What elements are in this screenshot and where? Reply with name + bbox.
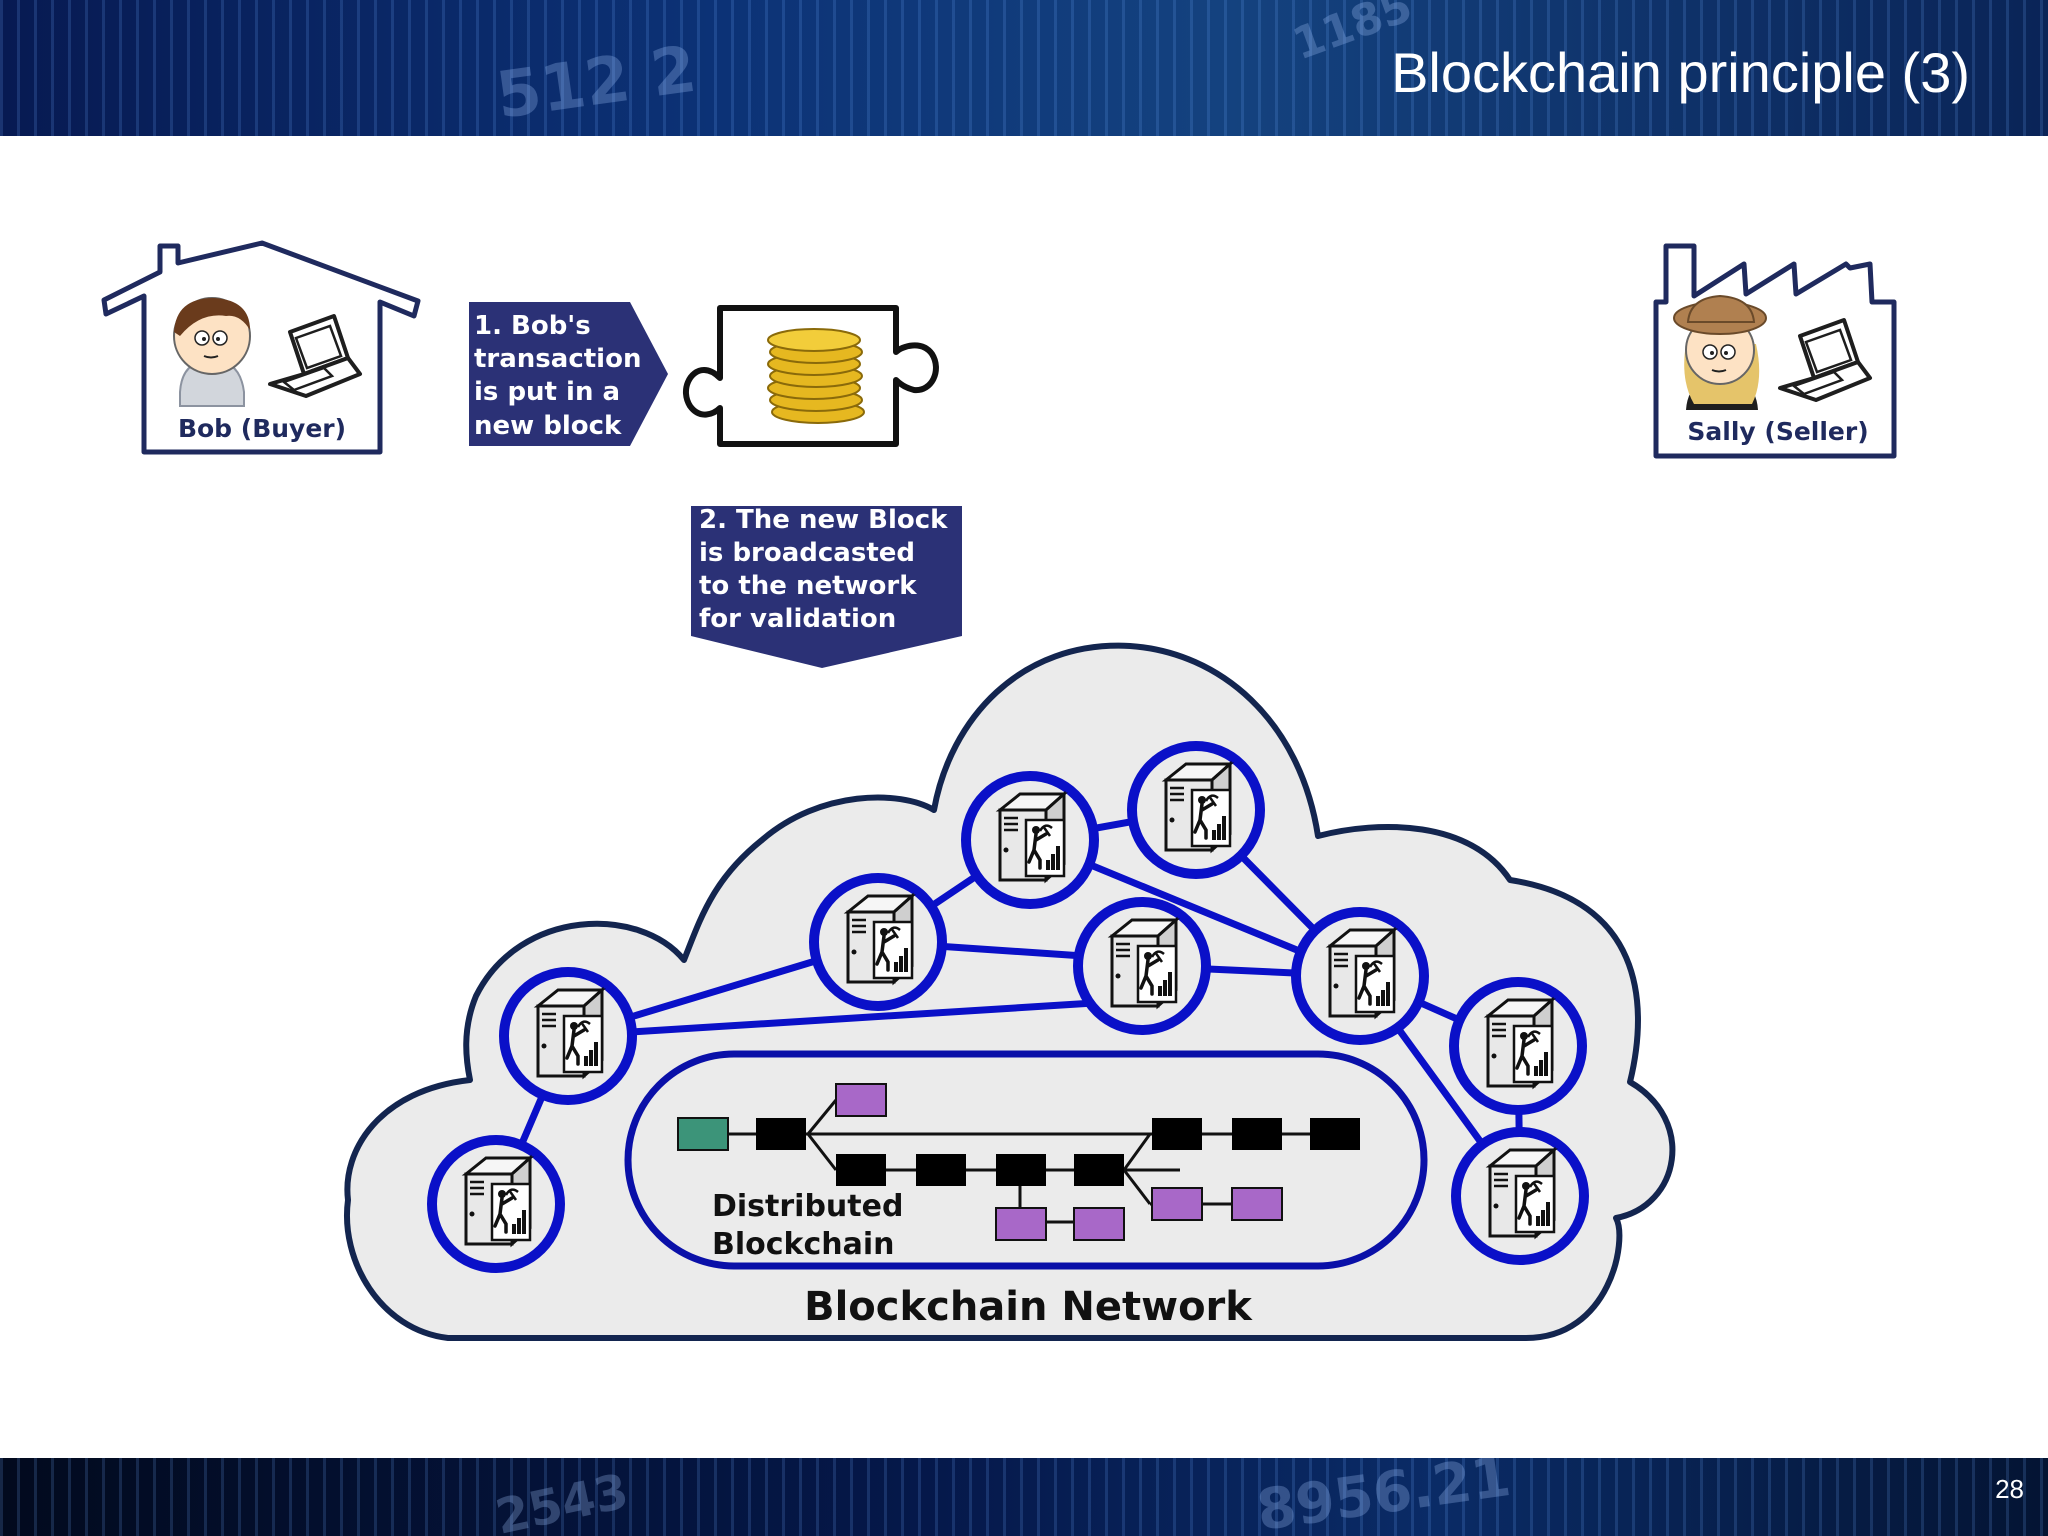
- footer-bar: 8956.21 2543: [0, 1458, 2048, 1536]
- blockchain-caption: Distributed Blockchain: [712, 1189, 914, 1262]
- miner-server-icon: [536, 988, 604, 1078]
- miner-node: [1291, 907, 1429, 1045]
- step-2-banner: 2. The new Block is broadcasted to the n…: [691, 505, 962, 668]
- chain-block: [1152, 1118, 1202, 1150]
- chain-block: [916, 1154, 966, 1186]
- coin-stack-icon: [767, 328, 865, 424]
- step-2-line-4: for validation: [699, 604, 896, 634]
- chain-block: [1310, 1118, 1360, 1150]
- header-background-numbers: 512 2 1185: [492, 0, 1419, 134]
- page-number: 28: [1995, 1474, 2024, 1504]
- step-2-line-3: to the network: [699, 571, 917, 601]
- chain-block: [756, 1118, 806, 1150]
- bob-avatar: [173, 297, 251, 407]
- step-2-text: 2. The new Block is broadcasted to the n…: [699, 505, 957, 634]
- blockchain-caption-line-1: Distributed: [712, 1189, 903, 1224]
- miner-node: [1073, 897, 1211, 1035]
- buyer-label: Bob (Buyer): [178, 414, 346, 443]
- seller-factory: Sally (Seller): [1653, 243, 1897, 459]
- step-2-line-1: 2. The new Block: [699, 505, 948, 535]
- miner-node: [961, 771, 1099, 909]
- buyer-house: Bob (Buyer): [101, 240, 421, 455]
- miner-node: [1449, 977, 1587, 1115]
- genesis-block: [677, 1117, 729, 1151]
- chain-block: [1232, 1118, 1282, 1150]
- miner-node: [427, 1135, 565, 1273]
- step-1-line-3: is put in a: [474, 377, 620, 407]
- miner-node: [1451, 1127, 1589, 1265]
- miner-server-icon: [1486, 998, 1554, 1088]
- miner-server-icon: [464, 1156, 532, 1246]
- new-block: [683, 305, 939, 447]
- step-1-line-4: new block: [474, 411, 622, 441]
- orphan-block: [1231, 1187, 1283, 1221]
- step-1-banner: 1. Bob's transaction is put in a new blo…: [469, 302, 668, 446]
- sally-avatar: [1673, 294, 1767, 410]
- header-bar: 512 2 1185 Blockchain principle (3): [0, 0, 2048, 136]
- miner-server-icon: [1488, 1148, 1556, 1238]
- step-1-line-2: transaction: [474, 344, 641, 374]
- distributed-blockchain: Distributed Blockchain: [624, 1050, 1428, 1270]
- miner-node: [1127, 741, 1265, 879]
- miner-server-icon: [1110, 918, 1178, 1008]
- chain-block: [996, 1154, 1046, 1186]
- header-stripes: [0, 0, 2048, 136]
- orphan-block: [995, 1207, 1047, 1241]
- footer-background-numbers: 8956.21 2543: [491, 1458, 1515, 1536]
- miner-node: [809, 873, 947, 1011]
- miner-server-icon: [1164, 762, 1232, 852]
- step-1-text: 1. Bob's transaction is put in a new blo…: [474, 311, 651, 441]
- orphan-block: [1151, 1187, 1203, 1221]
- miner-server-icon: [998, 792, 1066, 882]
- blockchain-caption-line-2: Blockchain: [712, 1227, 895, 1262]
- miner-server-icon: [846, 894, 914, 984]
- chain-block: [1074, 1154, 1124, 1186]
- orphan-block: [1073, 1207, 1125, 1241]
- blockchain-network-cloud: Distributed Blockchain: [344, 642, 1676, 1341]
- slide-title: Blockchain principle (3): [1391, 41, 1970, 104]
- chain-block: [836, 1154, 886, 1186]
- miner-node: [499, 967, 637, 1105]
- step-2-line-2: is broadcasted: [699, 538, 915, 568]
- step-1-line-1: 1. Bob's: [474, 311, 591, 341]
- miner-server-icon: [1328, 928, 1396, 1018]
- network-label: Blockchain Network: [804, 1284, 1253, 1330]
- seller-label: Sally (Seller): [1687, 417, 1868, 446]
- footer-stripes: [0, 1458, 2048, 1536]
- orphan-block: [835, 1083, 887, 1117]
